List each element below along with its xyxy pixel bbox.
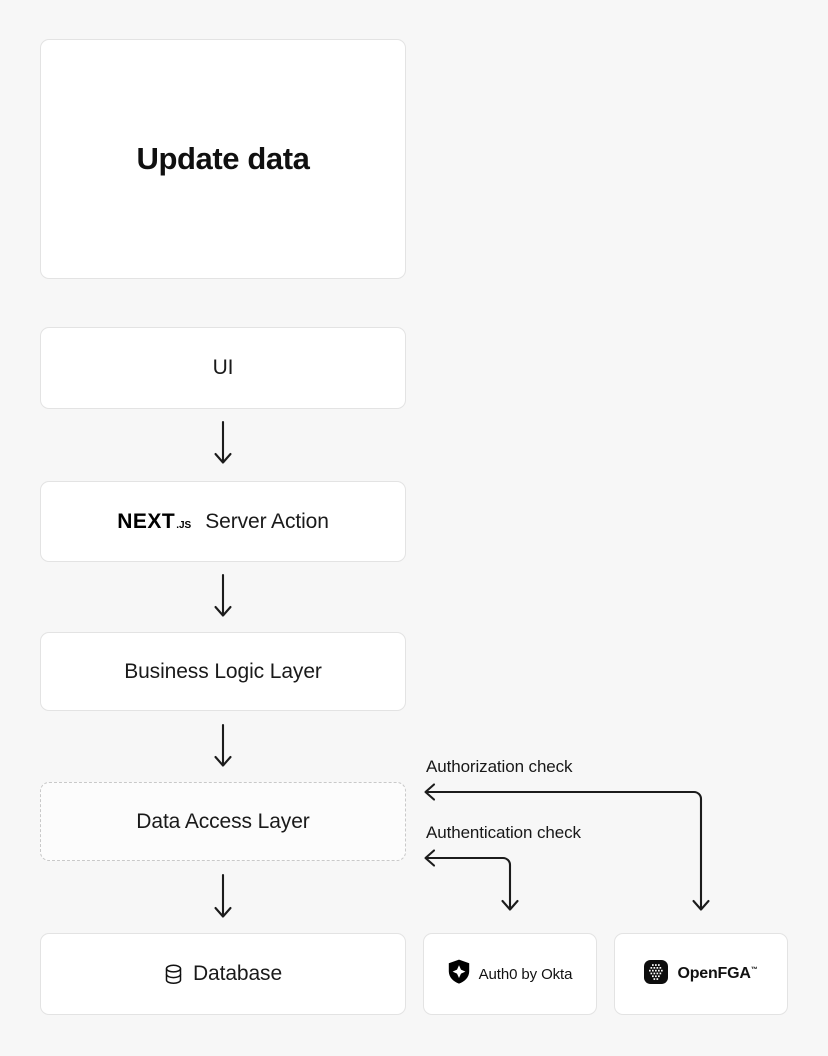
node-database-label: Database — [192, 962, 283, 985]
arrow-data-access-to-database — [214, 873, 232, 918]
label-authentication-check: Authentication check — [426, 823, 581, 842]
database-content: Database — [164, 962, 282, 986]
node-ui-label: UI — [212, 356, 234, 379]
nextjs-logo-word: NEXT — [117, 509, 176, 533]
auth0-label: Auth0 by Okta — [478, 965, 573, 983]
openfga-content: OpenFGA™ — [644, 959, 758, 989]
auth0-shield-icon — [448, 959, 470, 989]
openfga-trademark: ™ — [750, 966, 758, 974]
openfga-label-text: OpenFGA — [677, 965, 751, 982]
nextjs-logo-suffix: .JS — [176, 519, 192, 531]
database-cylinder-icon — [164, 964, 183, 985]
arrow-openfga-authorization-check — [424, 783, 710, 911]
node-server-action-label: Server Action — [205, 509, 329, 533]
page-title: Update data — [136, 141, 310, 176]
node-data-access-layer: Data Access Layer — [40, 782, 406, 861]
node-auth0: Auth0 by Okta — [423, 933, 597, 1015]
openfga-label: OpenFGA™ — [677, 965, 757, 983]
update-data-card: Update data — [40, 39, 406, 279]
auth0-content: Auth0 by Okta — [448, 959, 573, 989]
server-action-content: NEXT.JS Server Action — [117, 510, 329, 534]
arrow-auth0-authentication-check — [424, 849, 519, 911]
openfga-dotgrid-icon — [644, 959, 669, 989]
node-business-logic-layer: Business Logic Layer — [40, 632, 406, 711]
node-business-logic-label: Business Logic Layer — [124, 659, 322, 683]
node-data-access-label: Data Access Layer — [136, 809, 310, 833]
label-authorization-check: Authorization check — [426, 757, 573, 776]
arrow-ui-to-server-action — [214, 420, 232, 464]
node-openfga: OpenFGA™ — [614, 933, 788, 1015]
node-ui: UI — [40, 327, 406, 409]
node-database: Database — [40, 933, 406, 1015]
arrow-server-action-to-business-logic — [214, 573, 232, 617]
arrow-business-logic-to-data-access — [214, 723, 232, 767]
nextjs-logo: NEXT.JS — [117, 510, 191, 534]
node-server-action: NEXT.JS Server Action — [40, 481, 406, 562]
